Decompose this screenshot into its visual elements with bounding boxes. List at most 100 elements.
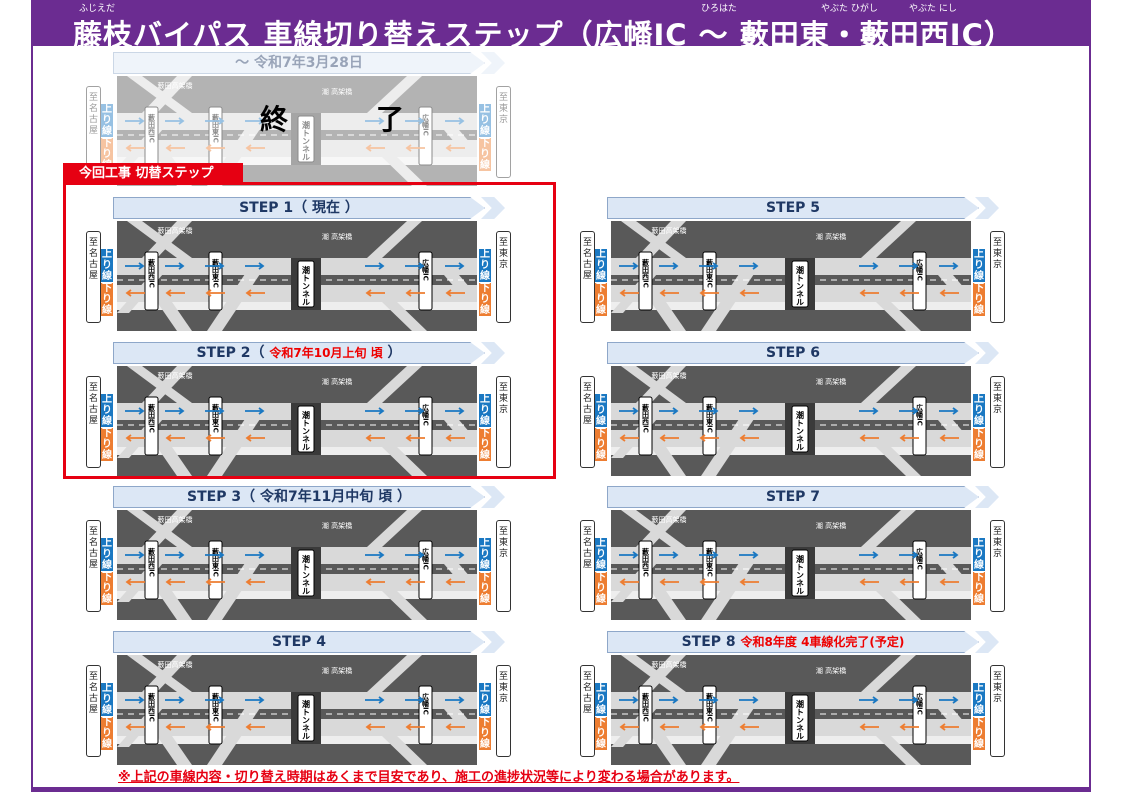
down-arrow-icon (405, 144, 425, 152)
up-arrow-icon (939, 407, 959, 415)
down-arrow-icon (939, 723, 959, 731)
up-arrow-icon (445, 407, 465, 415)
to-nagoya-sign: 至名古屋 (86, 665, 101, 757)
up-arrow-icon (405, 696, 425, 704)
down-line-label: 下り線 (595, 428, 607, 461)
down-arrow-icon (899, 578, 919, 586)
hirohata-ic-label: 広幡IC (421, 258, 430, 281)
to-tokyo-sign: 至東京 (496, 86, 511, 178)
down-arrow-icon (739, 723, 759, 731)
down-arrow-icon (365, 578, 385, 586)
up-line-label: 上り線 (973, 538, 985, 571)
ramp (651, 736, 686, 765)
hirohata-ic-label: 広幡IC (915, 403, 924, 426)
step-banner: STEP 3（ 令和7年11月中旬 頃 ） (113, 486, 485, 508)
chevron-icon (481, 342, 505, 364)
tunnel-label: 潮トンネル (302, 265, 311, 306)
up-line-label: 上り線 (973, 394, 985, 427)
down-arrow-icon (939, 434, 959, 442)
ushio-bridge-label: 潮 高架橋 (322, 666, 352, 675)
up-arrow-icon (739, 262, 759, 270)
up-arrow-icon (365, 407, 385, 415)
yabuta-west-ic-label: 藪田西IC (641, 547, 650, 577)
down-arrow-icon (245, 578, 265, 586)
tunnel-box (297, 405, 315, 453)
up-arrow-icon (939, 696, 959, 704)
tunnel-box (297, 549, 315, 597)
ushio-bridge-label: 潮 高架橋 (322, 377, 352, 386)
ushio-bridge-label: 潮 高架橋 (816, 666, 846, 675)
completed-status: 終 了 (260, 103, 435, 136)
to-nagoya-sign: 至名古屋 (86, 376, 101, 468)
ramp (876, 302, 921, 331)
footer-note: ※上記の車線内容・切り替え時期はあくまで目安であり、施工の進捗状況等により変わる… (118, 770, 740, 785)
ramp (651, 447, 686, 476)
chevron-icon (481, 631, 505, 653)
down-arrow-icon (405, 434, 425, 442)
ramp (861, 221, 916, 258)
step-banner: STEP 7 (607, 486, 979, 508)
tunnel-box (791, 260, 809, 308)
ramp (367, 221, 422, 258)
ushio-bridge-label: 潮 高架橋 (816, 377, 846, 386)
yabuta-bridge-label: 藪田高架橋 (158, 515, 193, 524)
yabuta-bridge-label: 藪田高架橋 (158, 371, 193, 380)
down-arrow-icon (205, 723, 225, 731)
up-arrow-icon (165, 696, 185, 704)
down-arrow-icon (165, 578, 185, 586)
down-lane (117, 140, 477, 157)
tunnel-box (791, 694, 809, 742)
step-banner: STEP 4 (113, 631, 485, 653)
down-arrow-icon (365, 723, 385, 731)
down-arrow-icon (699, 289, 719, 297)
chevron-icon (975, 631, 999, 653)
up-arrow-icon (859, 407, 879, 415)
step-banner: ～ 令和7年3月28日 (113, 52, 485, 74)
up-line-label: 上り線 (973, 249, 985, 282)
down-arrow-icon (699, 434, 719, 442)
up-arrow-icon (445, 696, 465, 704)
down-line-label: 下り線 (101, 428, 113, 461)
up-line-label: 上り線 (101, 538, 113, 571)
up-line-label: 上り線 (479, 249, 491, 282)
down-arrow-icon (205, 578, 225, 586)
up-arrow-icon (859, 262, 879, 270)
down-line-label: 下り線 (479, 428, 491, 461)
to-tokyo-sign: 至東京 (990, 376, 1005, 468)
up-arrow-icon (405, 551, 425, 559)
ramp (157, 736, 192, 765)
up-arrow-icon (659, 262, 679, 270)
up-arrow-icon (245, 407, 265, 415)
up-line-label: 上り線 (595, 249, 607, 282)
down-arrow-icon (365, 289, 385, 297)
tunnel-label: 潮トンネル (302, 699, 311, 740)
up-line-label: 上り線 (479, 104, 491, 137)
ramp (142, 366, 192, 403)
ruby-yabuta-nishi: やぶた にし (909, 4, 957, 14)
down-arrow-icon (205, 434, 225, 442)
up-arrow-icon (619, 262, 639, 270)
ushio-bridge-label: 潮 高架橋 (322, 521, 352, 530)
up-arrow-icon (405, 262, 425, 270)
ramp (142, 655, 192, 692)
tunnel-portal (291, 113, 321, 165)
up-line-label: 上り線 (101, 249, 113, 282)
down-arrow-icon (445, 289, 465, 297)
up-arrow-icon (739, 696, 759, 704)
up-arrow-icon (245, 117, 265, 125)
down-arrow-icon (859, 723, 879, 731)
up-arrow-icon (739, 551, 759, 559)
chevron-icon (975, 486, 999, 508)
down-line-label: 下り線 (479, 138, 491, 171)
ramp (926, 406, 971, 441)
to-tokyo-sign: 至東京 (496, 665, 511, 757)
ruby-fujieda: ふじえだ (79, 4, 116, 14)
step-title: STEP 4 (271, 634, 327, 650)
down-arrow-icon (125, 144, 145, 152)
up-line-label: 上り線 (479, 394, 491, 427)
